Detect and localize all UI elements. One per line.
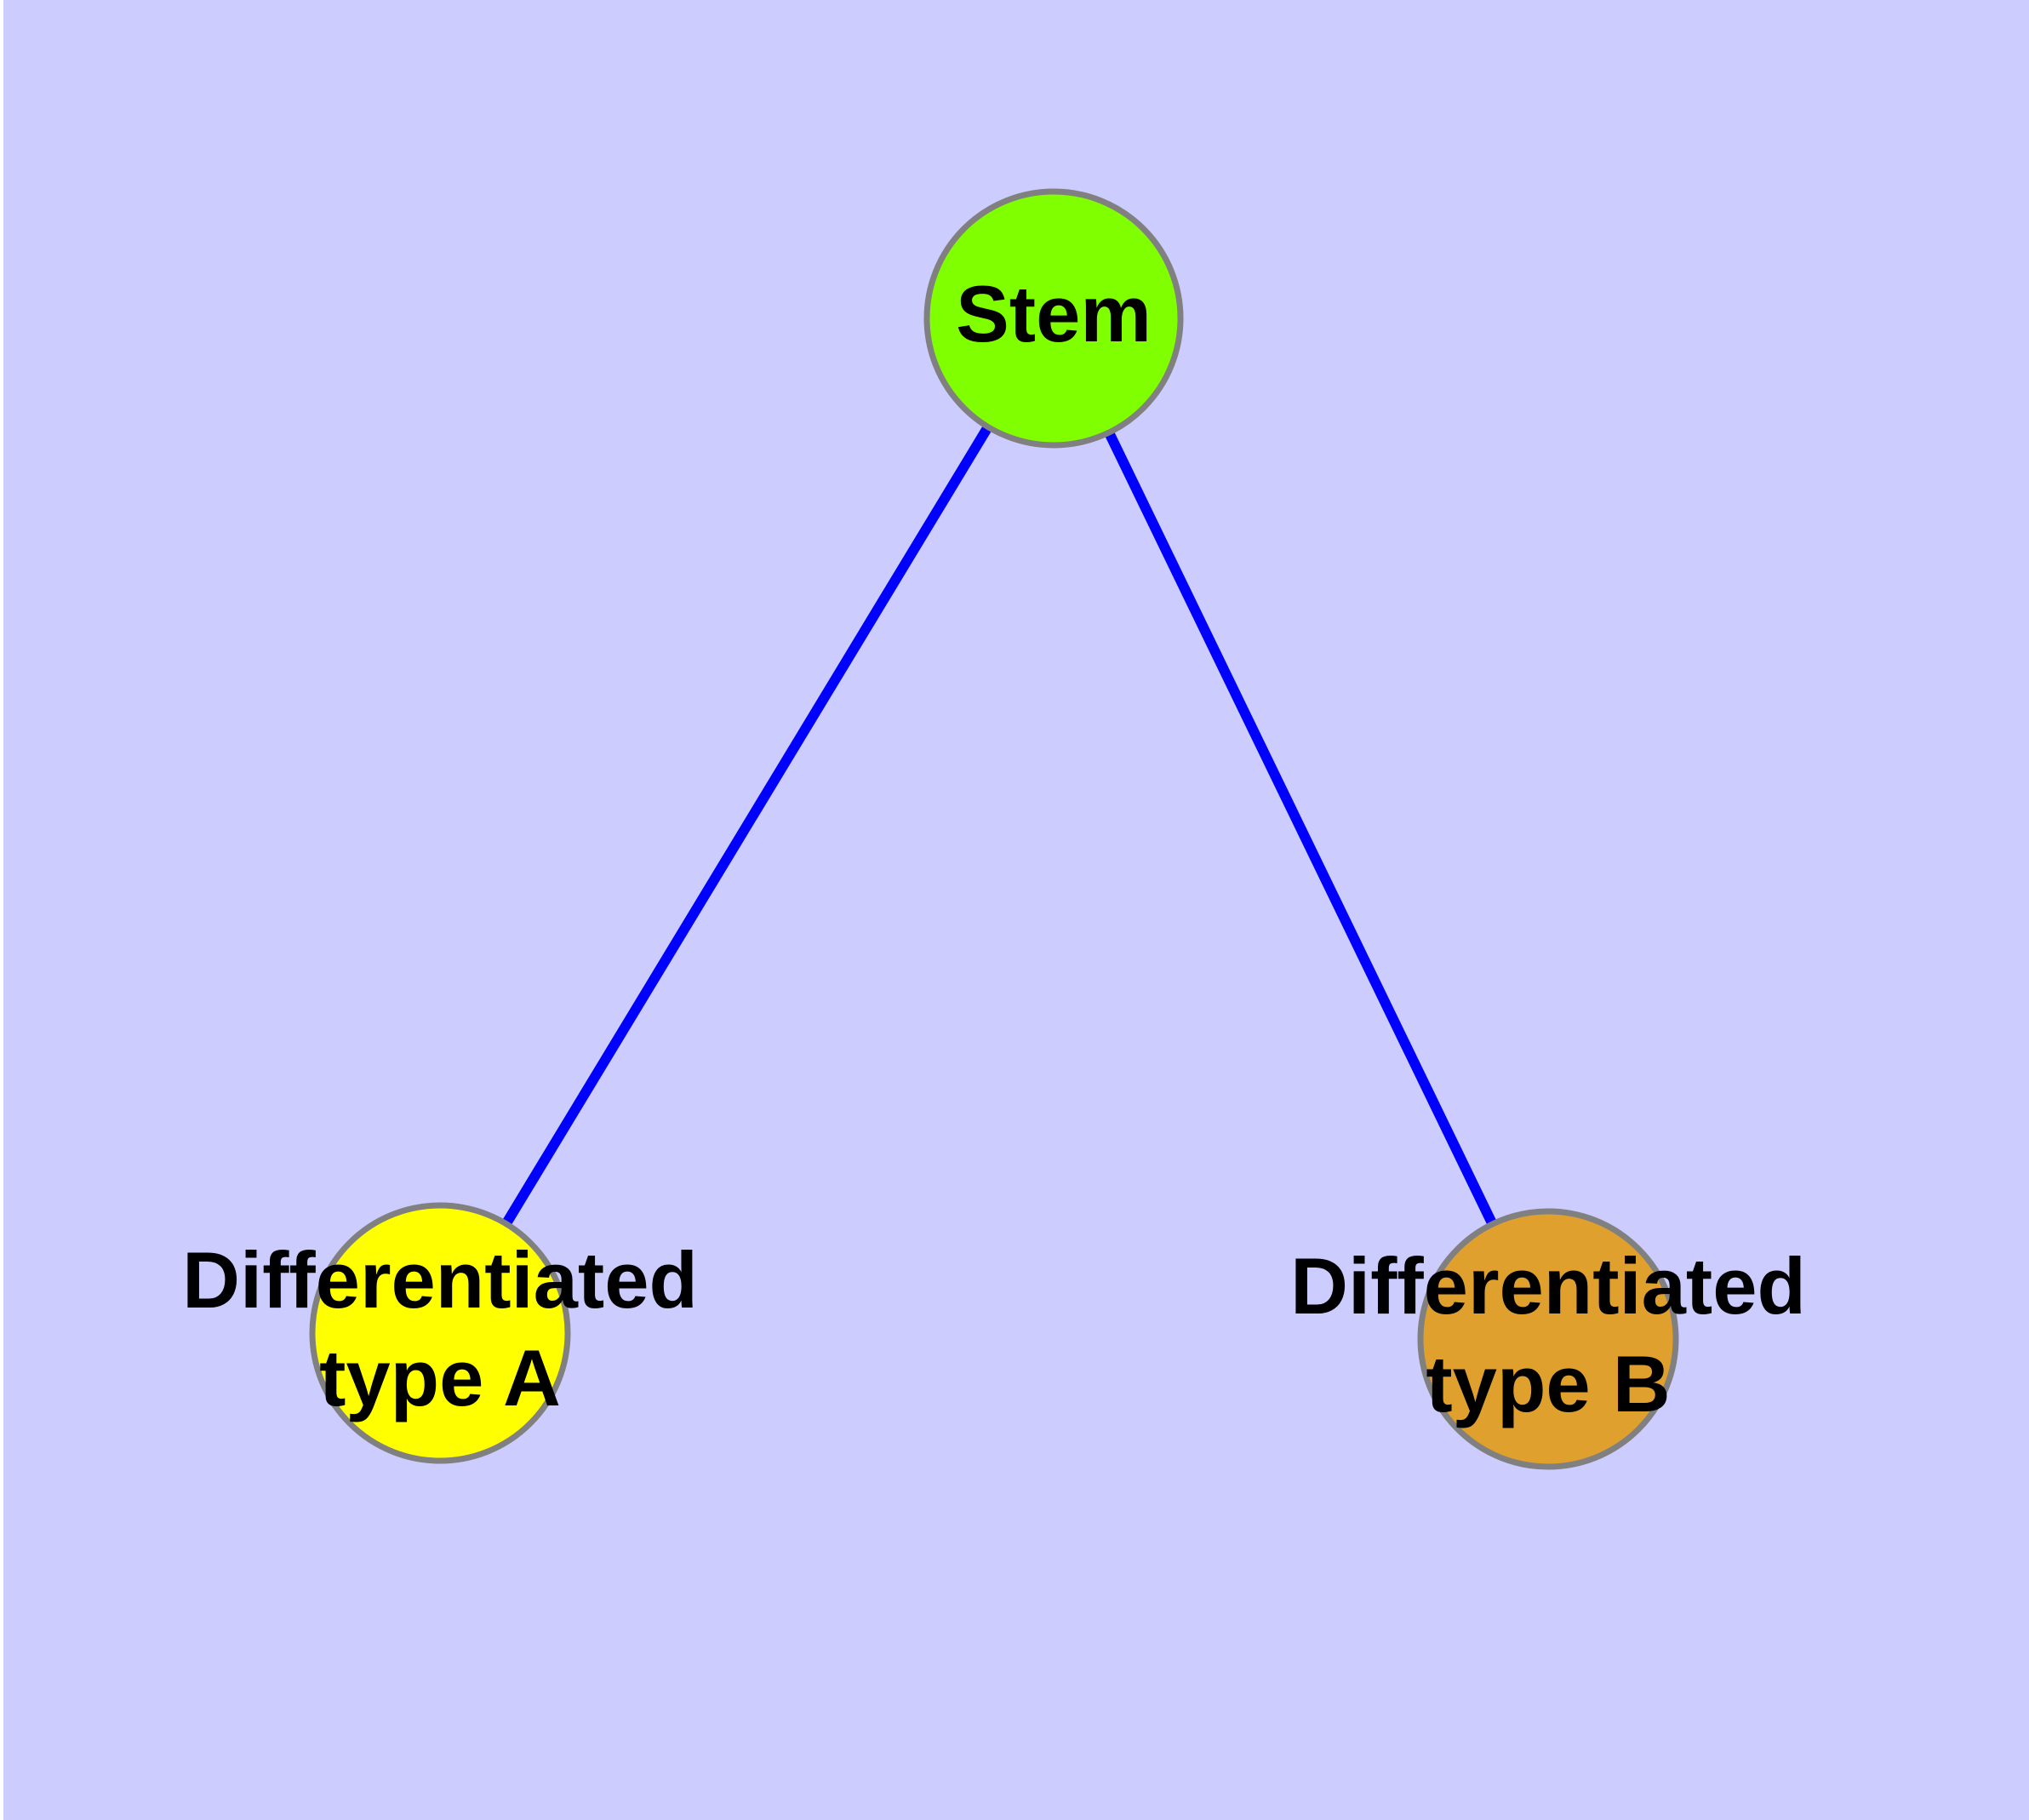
- graph-edge[interactable]: [1049, 316, 1553, 1342]
- graph-node-diff_a[interactable]: [309, 1202, 571, 1464]
- graph-node-diff_b[interactable]: [1417, 1208, 1679, 1470]
- node-layer: [309, 188, 1679, 1470]
- edge-layer: [435, 315, 1553, 1342]
- graph-node-stem[interactable]: [923, 188, 1184, 449]
- graph-edge[interactable]: [435, 315, 1059, 1336]
